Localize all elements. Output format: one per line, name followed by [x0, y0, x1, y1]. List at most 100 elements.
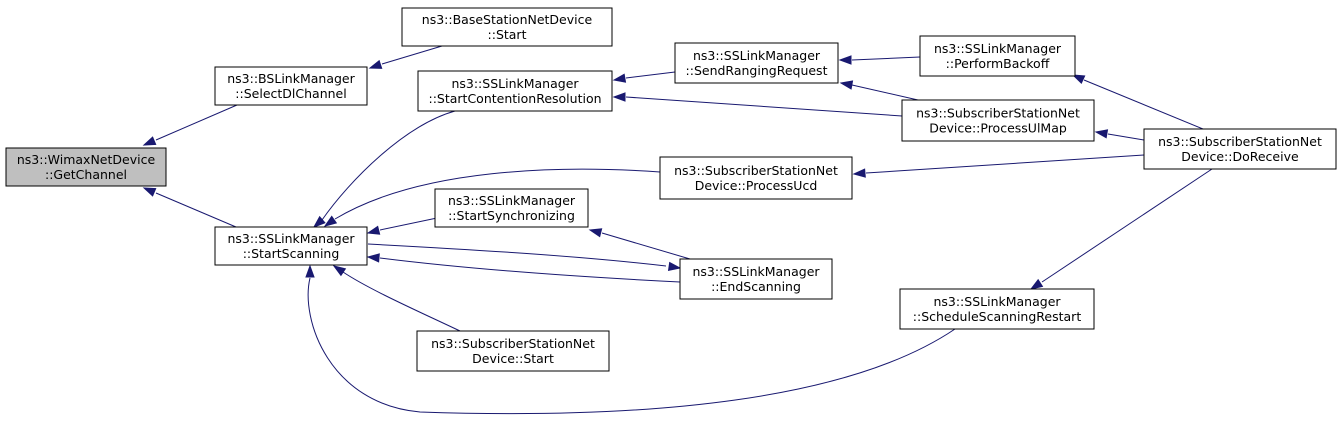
node-box	[674, 42, 839, 84]
edge-ssstart-to-startscanning	[332, 265, 461, 332]
edge-line	[851, 84, 919, 101]
node-box	[214, 226, 368, 266]
arrowhead-icon	[838, 55, 852, 65]
node-performbackoff[interactable]: ns3::SSLinkManager::PerformBackoff	[919, 35, 1076, 77]
edge-line	[321, 110, 456, 221]
edge-doreceive-to-processulmap	[1094, 129, 1145, 141]
edge-line	[1107, 133, 1145, 141]
nodes-layer: ns3::WimaxNetDevice::GetChannelns3::BSLi…	[5, 7, 1337, 372]
edge-line	[367, 243, 667, 267]
node-label-line: Device::ProcessUlMap	[929, 121, 1067, 136]
node-bsstart[interactable]: ns3::BaseStationNetDevice::Start	[401, 7, 613, 47]
node-label-line: ns3::SSLinkManager	[692, 264, 820, 279]
node-schedulerestart[interactable]: ns3::SSLinkManager::ScheduleScanningRest…	[899, 288, 1095, 330]
node-label-line: ::Start	[488, 27, 527, 42]
edge-processucd-to-startscanning	[323, 168, 661, 227]
arrowhead-icon	[1029, 278, 1044, 290]
arrowhead-icon	[366, 225, 381, 235]
edges-layer	[142, 45, 1213, 415]
node-label-line: ::SendRangingRequest	[686, 63, 828, 78]
node-label-line: Device::ProcessUcd	[695, 178, 818, 193]
node-box	[899, 288, 1095, 330]
node-processucd[interactable]: ns3::SubscriberStationNetDevice::Process…	[659, 156, 853, 200]
node-processulmap[interactable]: ns3::SubscriberStationNetDevice::Process…	[901, 99, 1095, 142]
edge-selectdl-to-getchannel	[142, 104, 238, 146]
node-label-line: ns3::SubscriberStationNet	[431, 336, 595, 351]
arrowhead-icon	[142, 187, 157, 197]
edge-line	[1083, 79, 1204, 130]
node-label-line: ns3::SSLinkManager	[451, 76, 579, 91]
edge-processulmap-to-startcontention	[612, 92, 903, 117]
node-box	[679, 258, 833, 300]
edge-schedulerestart-to-startscanning	[305, 264, 956, 415]
edge-startscanning-to-endscanning	[367, 243, 682, 272]
node-box	[416, 330, 610, 372]
edge-sendranging-to-startcontention	[612, 71, 676, 83]
arrowhead-icon	[612, 73, 627, 83]
node-label-line: ns3::SSLinkManager	[934, 41, 1062, 56]
node-label-line: ::PerformBackoff	[946, 56, 1050, 71]
node-label-line: ns3::BaseStationNetDevice	[422, 12, 593, 27]
edge-line	[155, 192, 237, 228]
node-label-line: ns3::SSLinkManager	[933, 294, 1061, 309]
node-box	[901, 99, 1095, 142]
edge-line	[334, 168, 661, 220]
edge-endscanning-to-startsync	[588, 228, 691, 260]
node-label-line: ::StartContentionResolution	[428, 91, 601, 106]
edge-line	[1041, 168, 1213, 283]
node-box	[5, 147, 167, 187]
node-label-line: ns3::SSLinkManager	[693, 48, 821, 63]
node-box	[417, 70, 613, 112]
edge-performbackoff-to-sendranging	[838, 55, 921, 65]
edge-endscanning-to-startscanning	[366, 253, 681, 283]
edge-line	[601, 232, 691, 260]
node-label-line: ::GetChannel	[45, 167, 127, 182]
edge-startsync-to-startscanning	[366, 217, 438, 235]
node-box	[919, 35, 1076, 77]
node-label-line: ::EndScanning	[711, 279, 801, 294]
arrowhead-icon	[368, 59, 383, 69]
arrowhead-icon	[839, 80, 854, 90]
node-label-line: ns3::SubscriberStationNet	[674, 163, 838, 178]
edge-line	[307, 277, 956, 415]
node-startsync[interactable]: ns3::SSLinkManager::StartSynchronizing	[434, 188, 589, 228]
node-endscanning[interactable]: ns3::SSLinkManager::EndScanning	[679, 258, 833, 300]
arrowhead-icon	[305, 264, 315, 278]
arrowhead-icon	[612, 92, 626, 102]
edge-line	[379, 217, 438, 231]
edge-line	[865, 154, 1145, 174]
node-label-line: ns3::BSLinkManager	[227, 71, 355, 86]
node-doreceive[interactable]: ns3::SubscriberStationNetDevice::DoRecei…	[1143, 128, 1337, 170]
node-selectdl[interactable]: ns3::BSLinkManager::SelectDlChannel	[214, 66, 368, 106]
node-startscanning[interactable]: ns3::SSLinkManager::StartScanning	[214, 226, 368, 266]
edge-startcontention-to-startscanning	[312, 110, 456, 228]
node-label-line: ::StartSynchronizing	[448, 208, 575, 223]
arrowhead-icon	[1094, 129, 1109, 139]
node-label-line: ns3::SSLinkManager	[227, 231, 355, 246]
node-box	[214, 66, 368, 106]
arrowhead-icon	[332, 265, 347, 277]
edge-doreceive-to-schedulerestart	[1029, 168, 1213, 290]
node-label-line: ns3::SSLinkManager	[448, 193, 576, 208]
edge-doreceive-to-performbackoff	[1071, 74, 1204, 130]
arrowhead-icon	[1071, 74, 1086, 85]
arrowhead-icon	[667, 261, 682, 272]
arrowhead-icon	[312, 215, 326, 228]
arrowhead-icon	[852, 168, 866, 178]
arrowhead-icon	[588, 228, 603, 238]
edge-line	[381, 45, 443, 65]
node-startcontention[interactable]: ns3::SSLinkManager::StartContentionResol…	[417, 70, 613, 112]
edge-line	[625, 96, 903, 117]
edge-doreceive-to-processucd	[852, 154, 1145, 178]
node-label-line: ns3::SubscriberStationNet	[1158, 134, 1322, 149]
node-label-line: ::StartScanning	[243, 246, 340, 261]
node-sendranging[interactable]: ns3::SSLinkManager::SendRangingRequest	[674, 42, 839, 84]
node-box	[434, 188, 589, 228]
node-label-line: ns3::SubscriberStationNet	[916, 106, 1080, 121]
edge-line	[625, 71, 676, 79]
node-label-line: Device::Start	[472, 351, 554, 366]
edge-line	[155, 104, 238, 141]
edge-line	[851, 56, 921, 61]
